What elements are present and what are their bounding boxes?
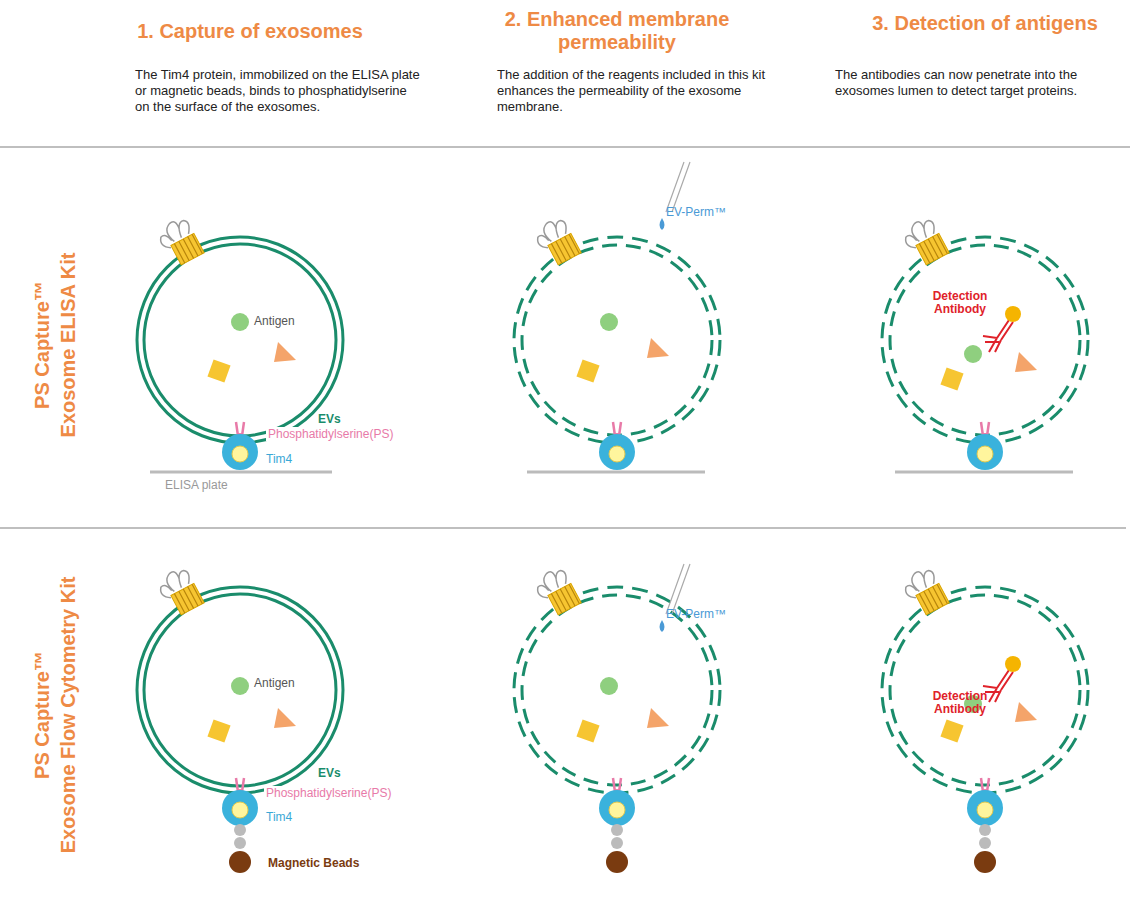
- flow-panel-1: [137, 565, 343, 873]
- reagent-label: EV-Perm™: [666, 607, 726, 621]
- step-description: The addition of the reagents included in…: [497, 67, 767, 115]
- row-label: PS Capture™: [30, 180, 54, 510]
- part-label: Antigen: [254, 676, 295, 690]
- step-description: The antibodies can now penetrate into th…: [835, 67, 1110, 99]
- elisa-panel-3: [882, 215, 1088, 472]
- flow-panel-3: [882, 565, 1088, 873]
- part-label: Detection Antibody: [928, 690, 992, 716]
- part-label: Tim4: [266, 810, 292, 824]
- row-label: Exosome Flow Cytometry Kit: [56, 550, 80, 880]
- part-label: Phosphatidylserine(PS): [266, 427, 395, 441]
- part-label: EVs: [318, 766, 341, 780]
- step-heading: 3. Detection of antigens: [835, 12, 1135, 35]
- part-label: ELISA plate: [165, 478, 228, 492]
- part-label: Magnetic Beads: [268, 856, 359, 870]
- part-label: Detection Antibody: [928, 290, 992, 316]
- part-label: Tim4: [266, 452, 292, 466]
- step-heading: 1. Capture of exosomes: [100, 20, 400, 43]
- row-label: Exosome ELISA Kit: [56, 180, 80, 510]
- step-heading: 2. Enhanced membrane permeability: [487, 8, 747, 54]
- step-description: The Tim4 protein, immobilized on the ELI…: [135, 67, 420, 115]
- part-label: Phosphatidylserine(PS): [264, 786, 393, 800]
- reagent-label: EV-Perm™: [666, 205, 726, 219]
- part-label: EVs: [318, 412, 341, 426]
- row-label: PS Capture™: [30, 550, 54, 880]
- part-label: Antigen: [254, 314, 295, 328]
